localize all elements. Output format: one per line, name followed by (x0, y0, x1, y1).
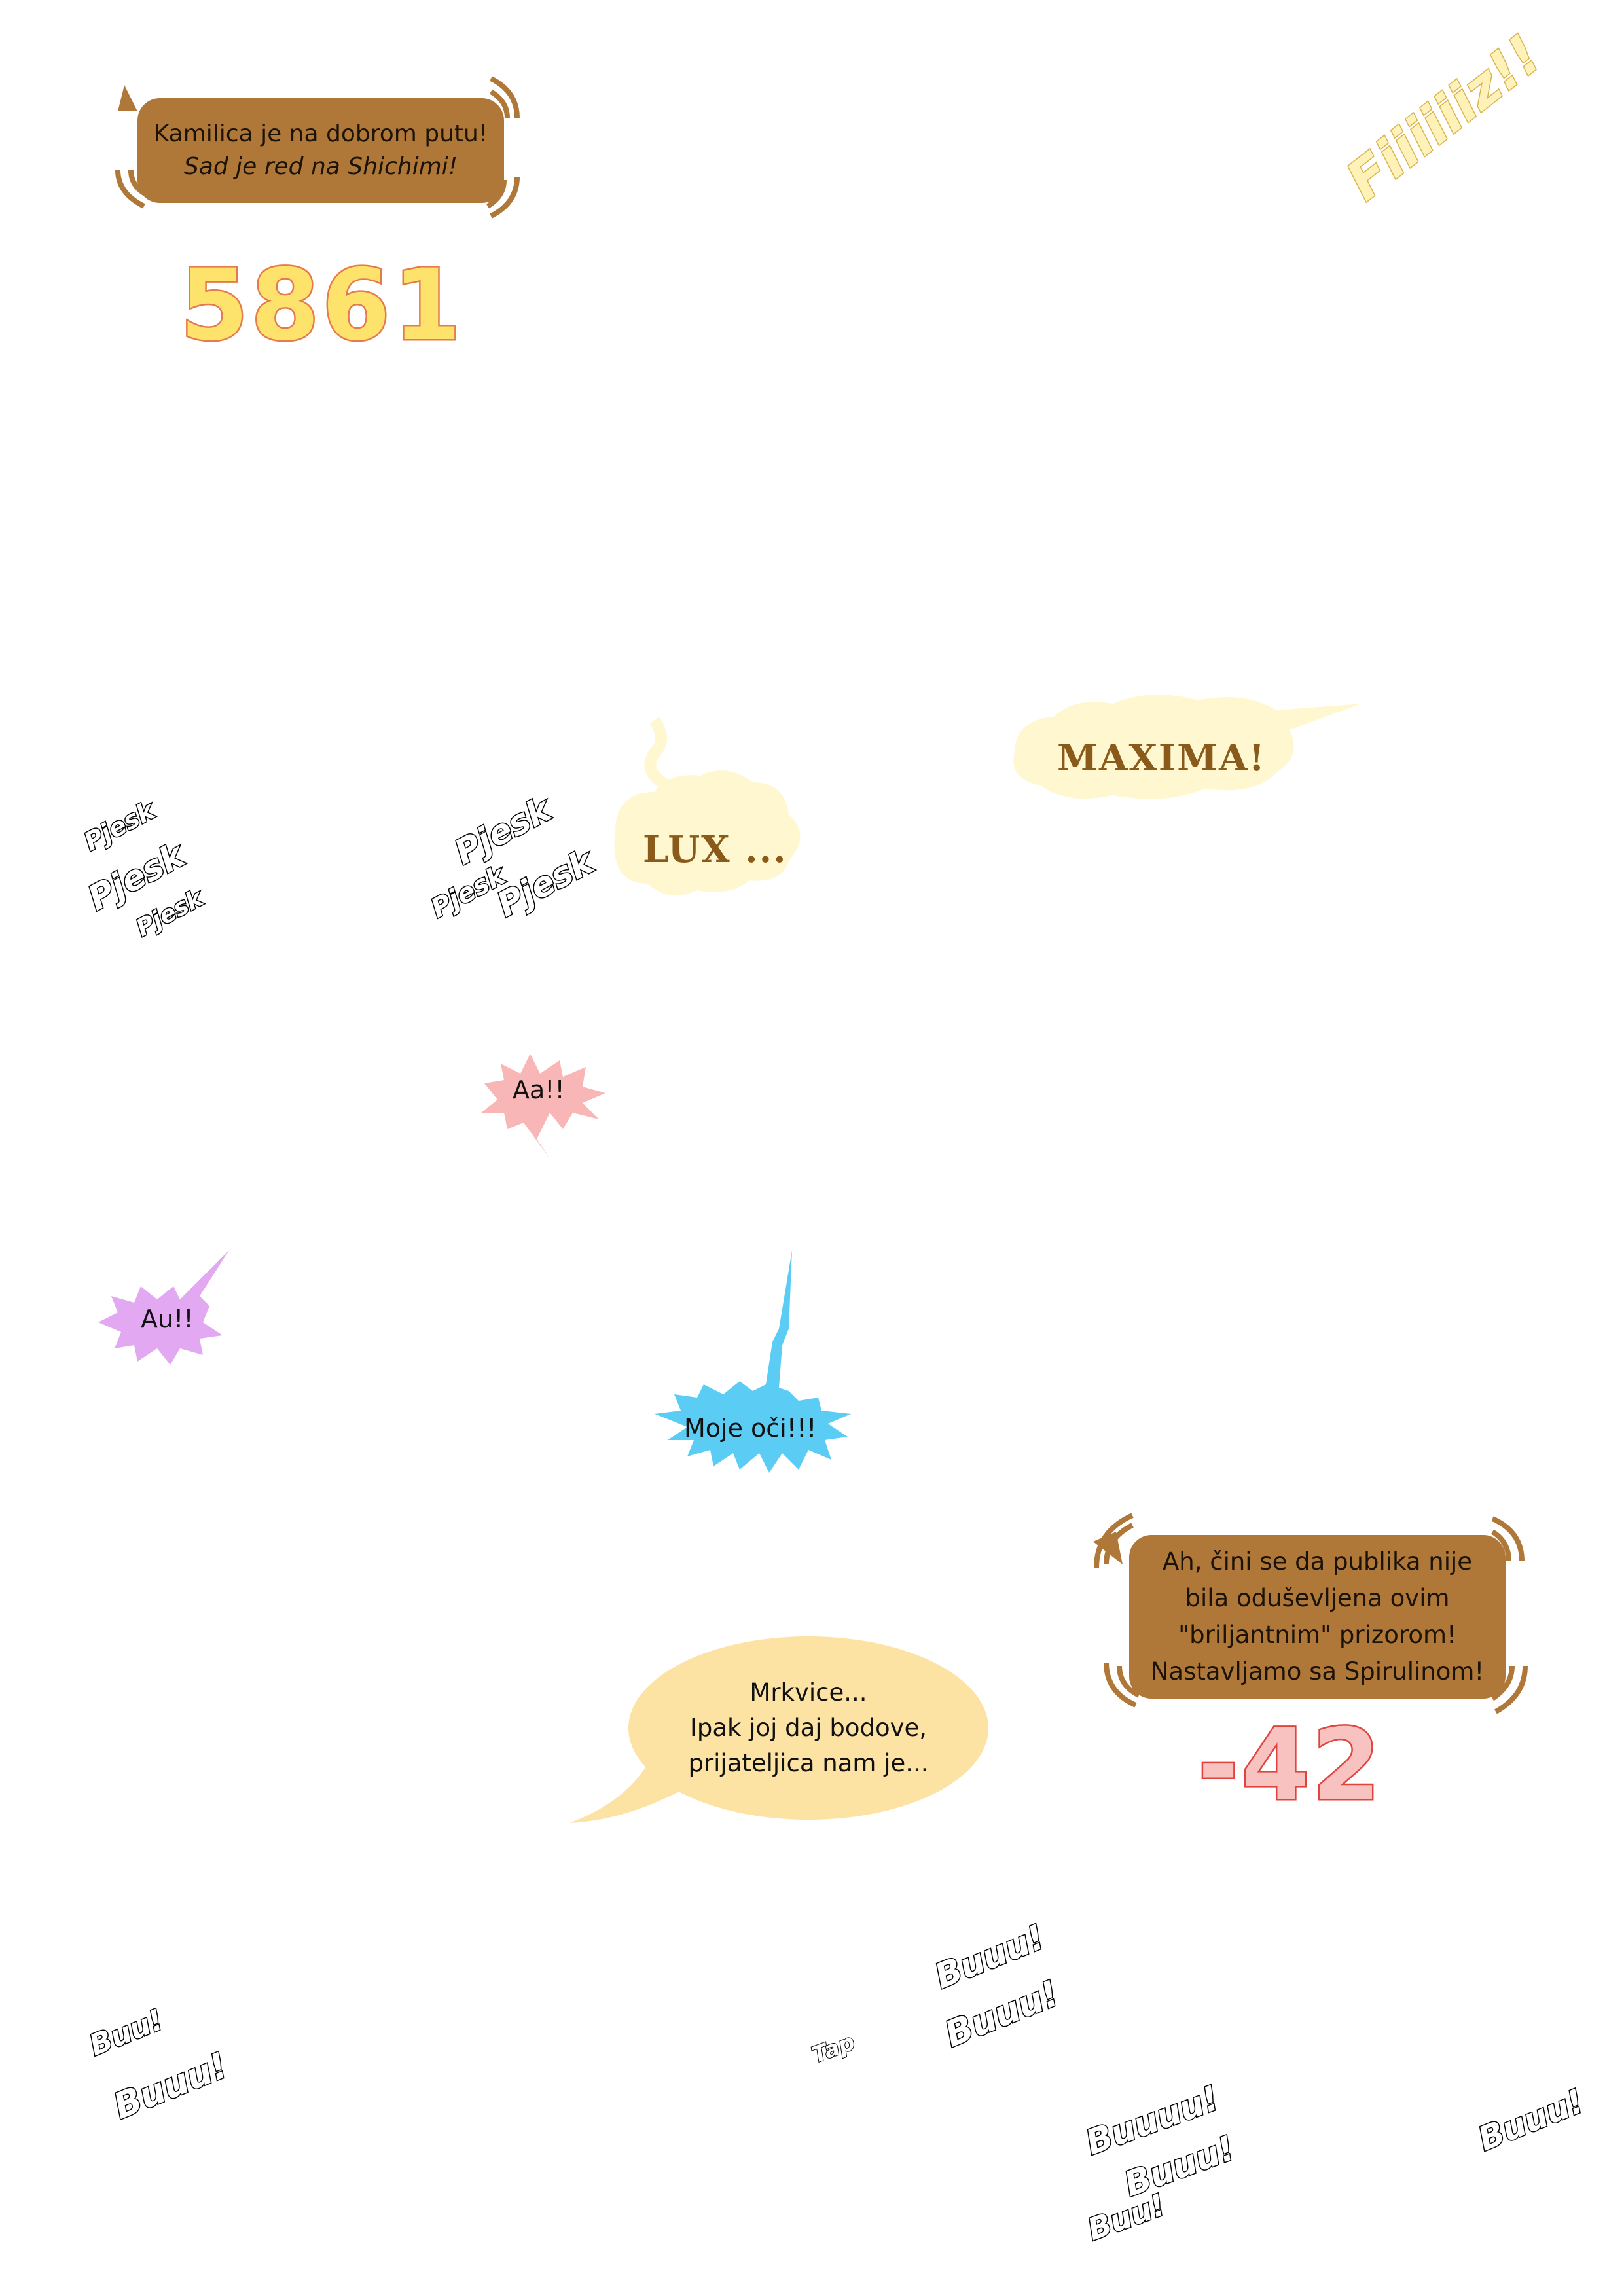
mrkvice-bubble: Mrkvice... Ipak joj daj bodove, prijatel… (628, 1636, 988, 1820)
announcer-top-group: Kamilica je na dobrom putu! Sad je red n… (111, 72, 537, 229)
pjesk-mid-group: Pjesk Pjesk Pjesk (425, 785, 601, 943)
maxima-cloud (1013, 695, 1362, 799)
announcer-bottom-group: Ah, čini se da publika nije bila oduševl… (1087, 1506, 1545, 1728)
moje-oci-burst (655, 1250, 851, 1473)
announcer-bottom-line4: Nastavljamo sa Spirulinom! (1150, 1657, 1485, 1686)
announcer-top-bubble: Kamilica je na dobrom putu! Sad je red n… (137, 98, 504, 203)
pjesk-mid-3: Pjesk (490, 841, 602, 926)
announcer-bottom-frame (1093, 1513, 1528, 1714)
tap-sfx: Tap (808, 2029, 859, 2069)
score-top: 5861 (178, 247, 464, 365)
mrkvice-line1: Mrkvice... (749, 1678, 867, 1706)
au-burst (98, 1250, 229, 1365)
moje-oci-text: Moje oči!!! (684, 1414, 817, 1443)
fiiiiiiz-sfx: Fiiiiiiz!! (1335, 23, 1554, 214)
score-penalty: -42 (1197, 1707, 1383, 1824)
buu-left-1: Buu! (84, 2002, 169, 2064)
aa-text: Aa!! (513, 1075, 565, 1104)
announcer-bottom-line2: bila oduševljena ovim (1185, 1584, 1450, 1612)
announcer-bottom-line1: Ah, čini se da publika nije (1162, 1547, 1473, 1576)
buu-bottom-3: Buu! (1082, 2186, 1171, 2248)
aa-burst (481, 1054, 605, 1159)
au-text: Au!! (141, 1305, 194, 1333)
announcer-top-line1: Kamilica je na dobrom putu! (153, 120, 488, 147)
lux-text: LUX ... (643, 828, 787, 871)
fiiiiiiz-text: Fiiiiiiz!! (1335, 23, 1554, 214)
pjesk-left-group: Pjesk Pjesk Pjesk (79, 785, 236, 943)
mrkvice-line2: Ipak joj daj bodove, (689, 1714, 928, 1742)
lux-cloud (614, 717, 801, 895)
buu-left-group: Buu! Buuu! (84, 2002, 236, 2129)
maxima-text: MAXIMA! (1057, 736, 1267, 780)
buu-right-sfx: Buuu! (1472, 2081, 1590, 2159)
buu-left-2: Buuu! (107, 2044, 234, 2128)
pjesk-left-1: Pjesk (79, 795, 160, 858)
buu-bottom-group: Buuuu! Buuu! Buu! (1080, 2078, 1241, 2258)
pjesk-mid-1: Pjesk (448, 789, 559, 874)
buu-center-group: Buuu! Buuu! (929, 1917, 1074, 2056)
announcer-bottom-line3: "briljantnim" prizorom! (1178, 1621, 1456, 1649)
announcer-top-line2: Sad je red na Shichimi! (183, 153, 458, 180)
mrkvice-line3: prijateljica nam je... (688, 1749, 929, 1777)
announcer-bottom-bubble: Ah, čini se da publika nije bila oduševl… (1129, 1535, 1506, 1699)
